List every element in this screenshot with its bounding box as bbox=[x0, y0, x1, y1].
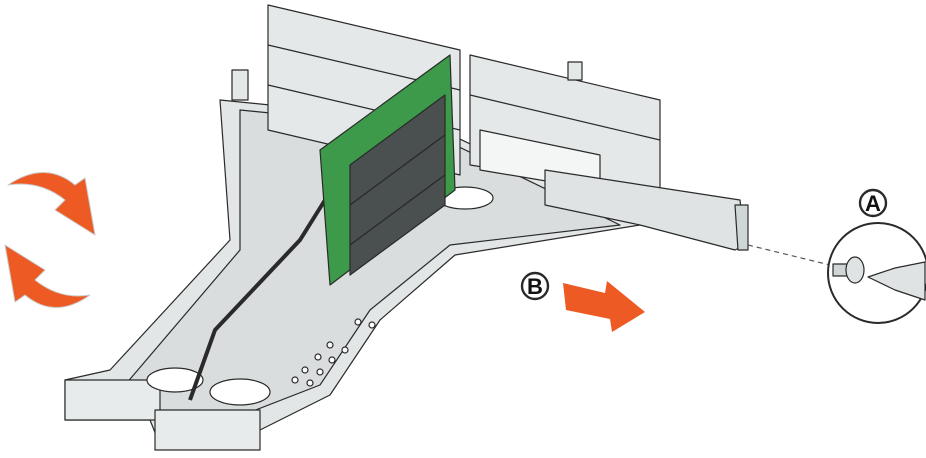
pcie-card bbox=[544, 169, 749, 251]
screw-thread-icon bbox=[832, 263, 848, 277]
tray-vent-holes bbox=[291, 318, 376, 387]
tray-hole bbox=[146, 367, 204, 393]
tray-tab-left bbox=[64, 379, 161, 421]
pcie-slot bbox=[349, 174, 446, 276]
riser-card bbox=[319, 54, 456, 286]
pull-direction-arrow bbox=[563, 281, 645, 332]
callout-a-label: A bbox=[865, 191, 881, 216]
callout-a: A bbox=[858, 188, 888, 218]
screwdriver-icon bbox=[867, 261, 926, 301]
screw-icon bbox=[845, 256, 865, 284]
rotate-icon bbox=[4, 172, 96, 308]
callout-b-label: B bbox=[527, 274, 543, 299]
callout-b: B bbox=[520, 271, 550, 301]
bracket-tab bbox=[231, 69, 249, 101]
pcie-card-bracket bbox=[734, 204, 749, 251]
tray-rib bbox=[188, 198, 327, 401]
tray-tab-right bbox=[154, 409, 261, 451]
bracket-tab bbox=[567, 61, 583, 81]
tray-hole bbox=[209, 378, 271, 406]
screw-guide-line bbox=[747, 244, 831, 266]
screw-detail-circle bbox=[827, 222, 926, 324]
